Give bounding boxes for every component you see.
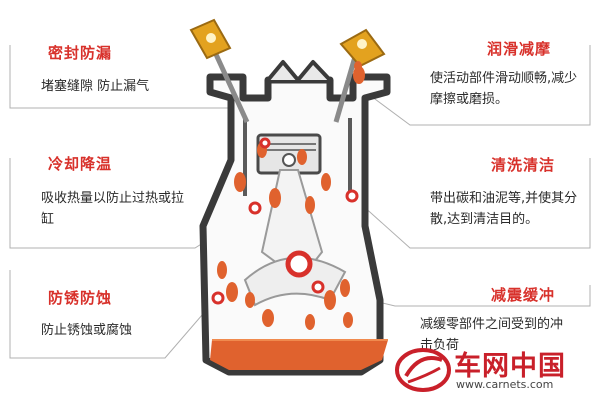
cleaning-desc: 带出碳和油泥等,并使其分散,达到清洁目的。 xyxy=(430,191,578,227)
lubrication-title: 润滑减摩 xyxy=(487,40,552,58)
marker-rings xyxy=(211,137,359,305)
carnets-watermark: 车网中国 www.carnets.com xyxy=(394,344,594,396)
crankshaft-icon xyxy=(243,250,347,307)
cleaning-title: 清洗清洁 xyxy=(491,156,556,174)
rust-desc: 防止锈蚀或腐蚀 xyxy=(41,323,133,338)
cooling-title: 冷却降温 xyxy=(48,155,113,173)
oil-drops xyxy=(217,61,365,330)
sealing-title: 密封防漏 xyxy=(48,44,113,62)
watermark-url: www.carnets.com xyxy=(456,378,554,391)
damping-desc: 减缓零部件之间受到的冲击负荷 xyxy=(420,317,564,353)
rust-title: 防锈防蚀 xyxy=(48,289,113,307)
damping-title: 减震缓冲 xyxy=(491,286,556,304)
lubrication-desc: 使活动部件滑动顺畅,减少摩擦或磨损。 xyxy=(430,71,578,107)
carnets-logo-icon xyxy=(395,348,451,392)
cooling-desc: 吸收热量以防止过热或拉缸 xyxy=(41,191,185,227)
sealing-desc: 堵塞缝隙 防止漏气 xyxy=(41,79,150,94)
oil-sump xyxy=(210,340,388,370)
left-valve-icon xyxy=(189,18,250,124)
right-valve-icon xyxy=(333,28,386,123)
watermark-name: 车网中国 xyxy=(454,351,566,382)
